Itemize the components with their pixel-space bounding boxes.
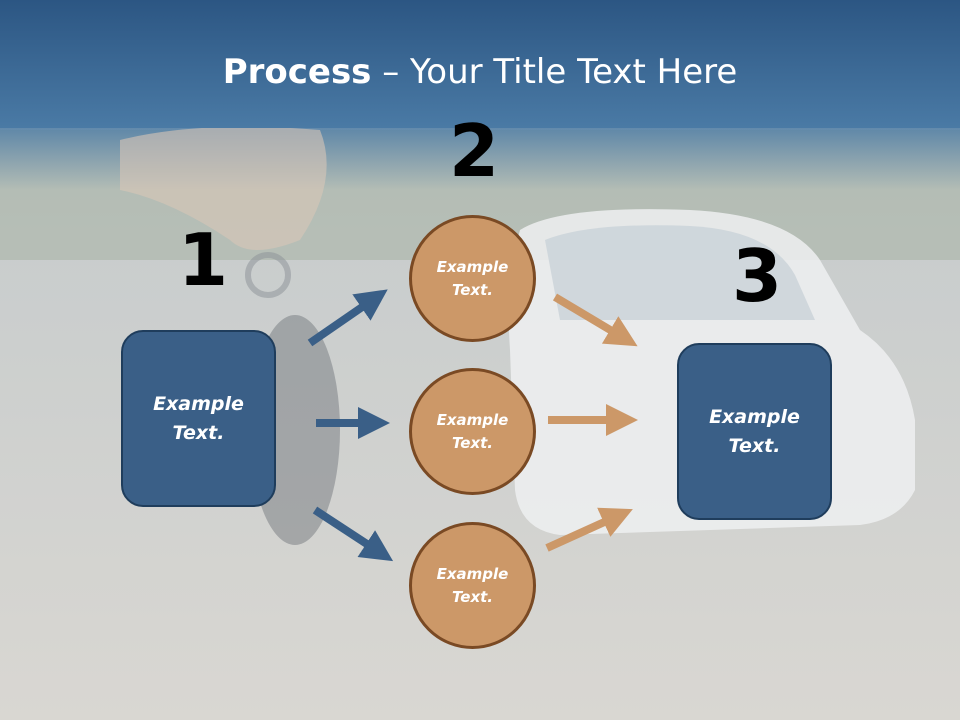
right-process-box: Example Text.: [677, 343, 832, 520]
arrow-blue-up: [307, 289, 388, 347]
title-rest: – Your Title Text Here: [371, 52, 738, 92]
right-box-text: Example Text.: [709, 405, 800, 457]
step-number-2: 2: [449, 109, 500, 193]
arrow-orange-up: [545, 507, 633, 552]
arrow-orange-down: [552, 293, 638, 347]
circle-middle-text: Example Text.: [436, 410, 509, 452]
circle-bottom: Example Text.: [409, 522, 536, 649]
left-box-text: Example Text.: [153, 392, 244, 444]
circle-bottom-text: Example Text.: [436, 564, 509, 606]
left-process-box: Example Text.: [121, 330, 276, 507]
step-number-3: 3: [732, 234, 783, 318]
title-bold: Process: [222, 52, 372, 92]
circle-middle: Example Text.: [409, 368, 536, 495]
circle-top: Example Text.: [409, 215, 536, 342]
step-number-1: 1: [178, 218, 229, 302]
circle-top-text: Example Text.: [436, 257, 509, 299]
page-title: Process – Your Title Text Here: [0, 52, 960, 92]
arrow-blue-down: [312, 506, 394, 562]
